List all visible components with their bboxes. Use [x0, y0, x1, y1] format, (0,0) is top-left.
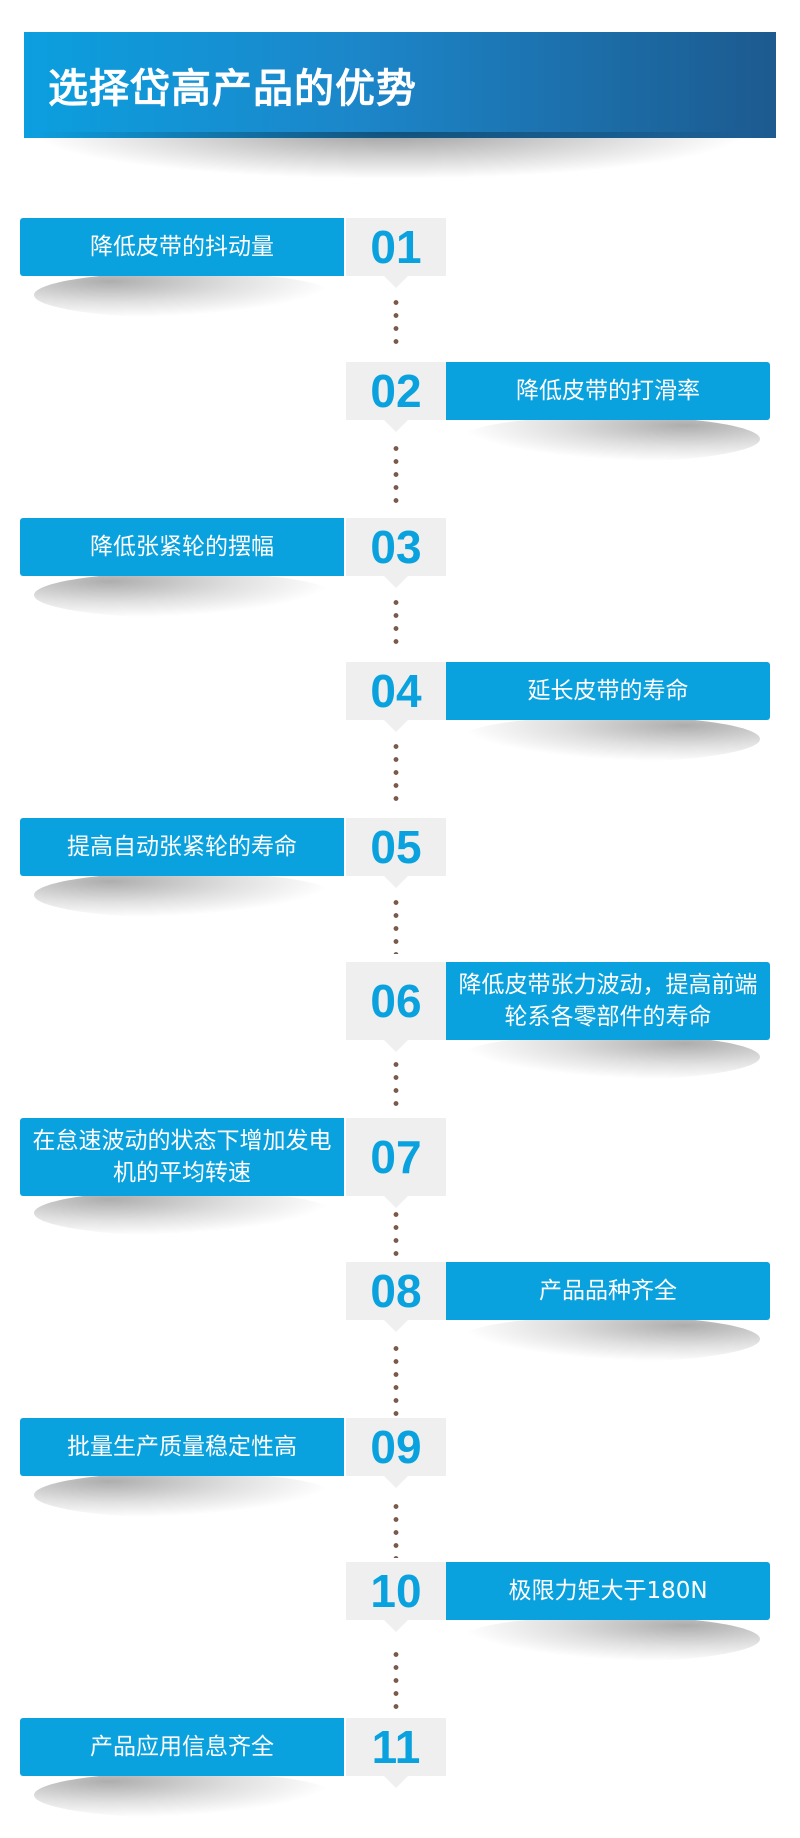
advantage-label: 提高自动张紧轮的寿命 — [20, 818, 344, 876]
connector-dots — [392, 896, 400, 954]
advantage-item-01: 降低皮带的抖动量 01 — [0, 218, 800, 338]
advantage-item-08: 08 产品品种齐全 — [0, 1262, 800, 1382]
item-shadow — [460, 1316, 760, 1362]
connector-dots — [392, 1058, 400, 1114]
advantage-item-05: 提高自动张紧轮的寿命 05 — [0, 818, 800, 938]
advantage-item-06: 06 降低皮带张力波动，提高前端轮系各零部件的寿命 — [0, 962, 800, 1082]
item-shadow — [460, 716, 760, 762]
advantage-label: 降低张紧轮的摆幅 — [20, 518, 344, 576]
advantage-label: 批量生产质量稳定性高 — [20, 1418, 344, 1476]
connector-dots — [392, 1342, 400, 1420]
advantage-item-02: 02 降低皮带的打滑率 — [0, 362, 800, 482]
advantage-item-07: 在怠速波动的状态下增加发电机的平均转速 07 — [0, 1118, 800, 1238]
connector-dots — [392, 296, 400, 348]
connector-dots — [392, 596, 400, 652]
advantage-number: 08 — [346, 1262, 446, 1332]
connector-dots — [392, 740, 400, 804]
item-shadow — [34, 872, 334, 918]
advantage-label: 降低皮带的抖动量 — [20, 218, 344, 276]
advantage-number: 04 — [346, 662, 446, 732]
advantage-label: 极限力矩大于180N — [446, 1562, 770, 1620]
advantage-number: 09 — [346, 1418, 446, 1488]
advantage-number: 01 — [346, 218, 446, 288]
advantage-label: 产品应用信息齐全 — [20, 1718, 344, 1776]
page-title: 选择岱高产品的优势 — [24, 32, 776, 138]
item-shadow — [460, 1034, 760, 1080]
advantage-label: 产品品种齐全 — [446, 1262, 770, 1320]
advantage-number: 06 — [346, 962, 446, 1052]
item-shadow — [34, 572, 334, 618]
item-shadow — [34, 1772, 334, 1818]
advantage-number: 05 — [346, 818, 446, 888]
connector-dots — [392, 1208, 400, 1264]
advantage-number: 03 — [346, 518, 446, 588]
advantage-item-10: 10 极限力矩大于180N — [0, 1562, 800, 1682]
item-shadow — [34, 1472, 334, 1518]
item-shadow — [34, 272, 334, 318]
advantage-number: 07 — [346, 1118, 446, 1208]
advantage-number: 02 — [346, 362, 446, 432]
item-shadow — [34, 1190, 334, 1236]
advantage-label: 降低皮带张力波动，提高前端轮系各零部件的寿命 — [446, 962, 770, 1040]
advantage-label: 在怠速波动的状态下增加发电机的平均转速 — [20, 1118, 344, 1196]
advantage-item-09: 批量生产质量稳定性高 09 — [0, 1418, 800, 1538]
advantage-label: 降低皮带的打滑率 — [446, 362, 770, 420]
advantage-item-03: 降低张紧轮的摆幅 03 — [0, 518, 800, 638]
advantage-label: 延长皮带的寿命 — [446, 662, 770, 720]
connector-dots — [392, 1500, 400, 1558]
advantage-number: 11 — [346, 1718, 446, 1788]
advantage-item-11: 产品应用信息齐全 11 — [0, 1718, 800, 1838]
header-shadow — [40, 132, 740, 178]
item-shadow — [460, 416, 760, 462]
connector-dots — [392, 442, 400, 506]
item-shadow — [460, 1616, 760, 1662]
advantage-number: 10 — [346, 1562, 446, 1632]
connector-dots — [392, 1648, 400, 1714]
advantage-item-04: 04 延长皮带的寿命 — [0, 662, 800, 782]
